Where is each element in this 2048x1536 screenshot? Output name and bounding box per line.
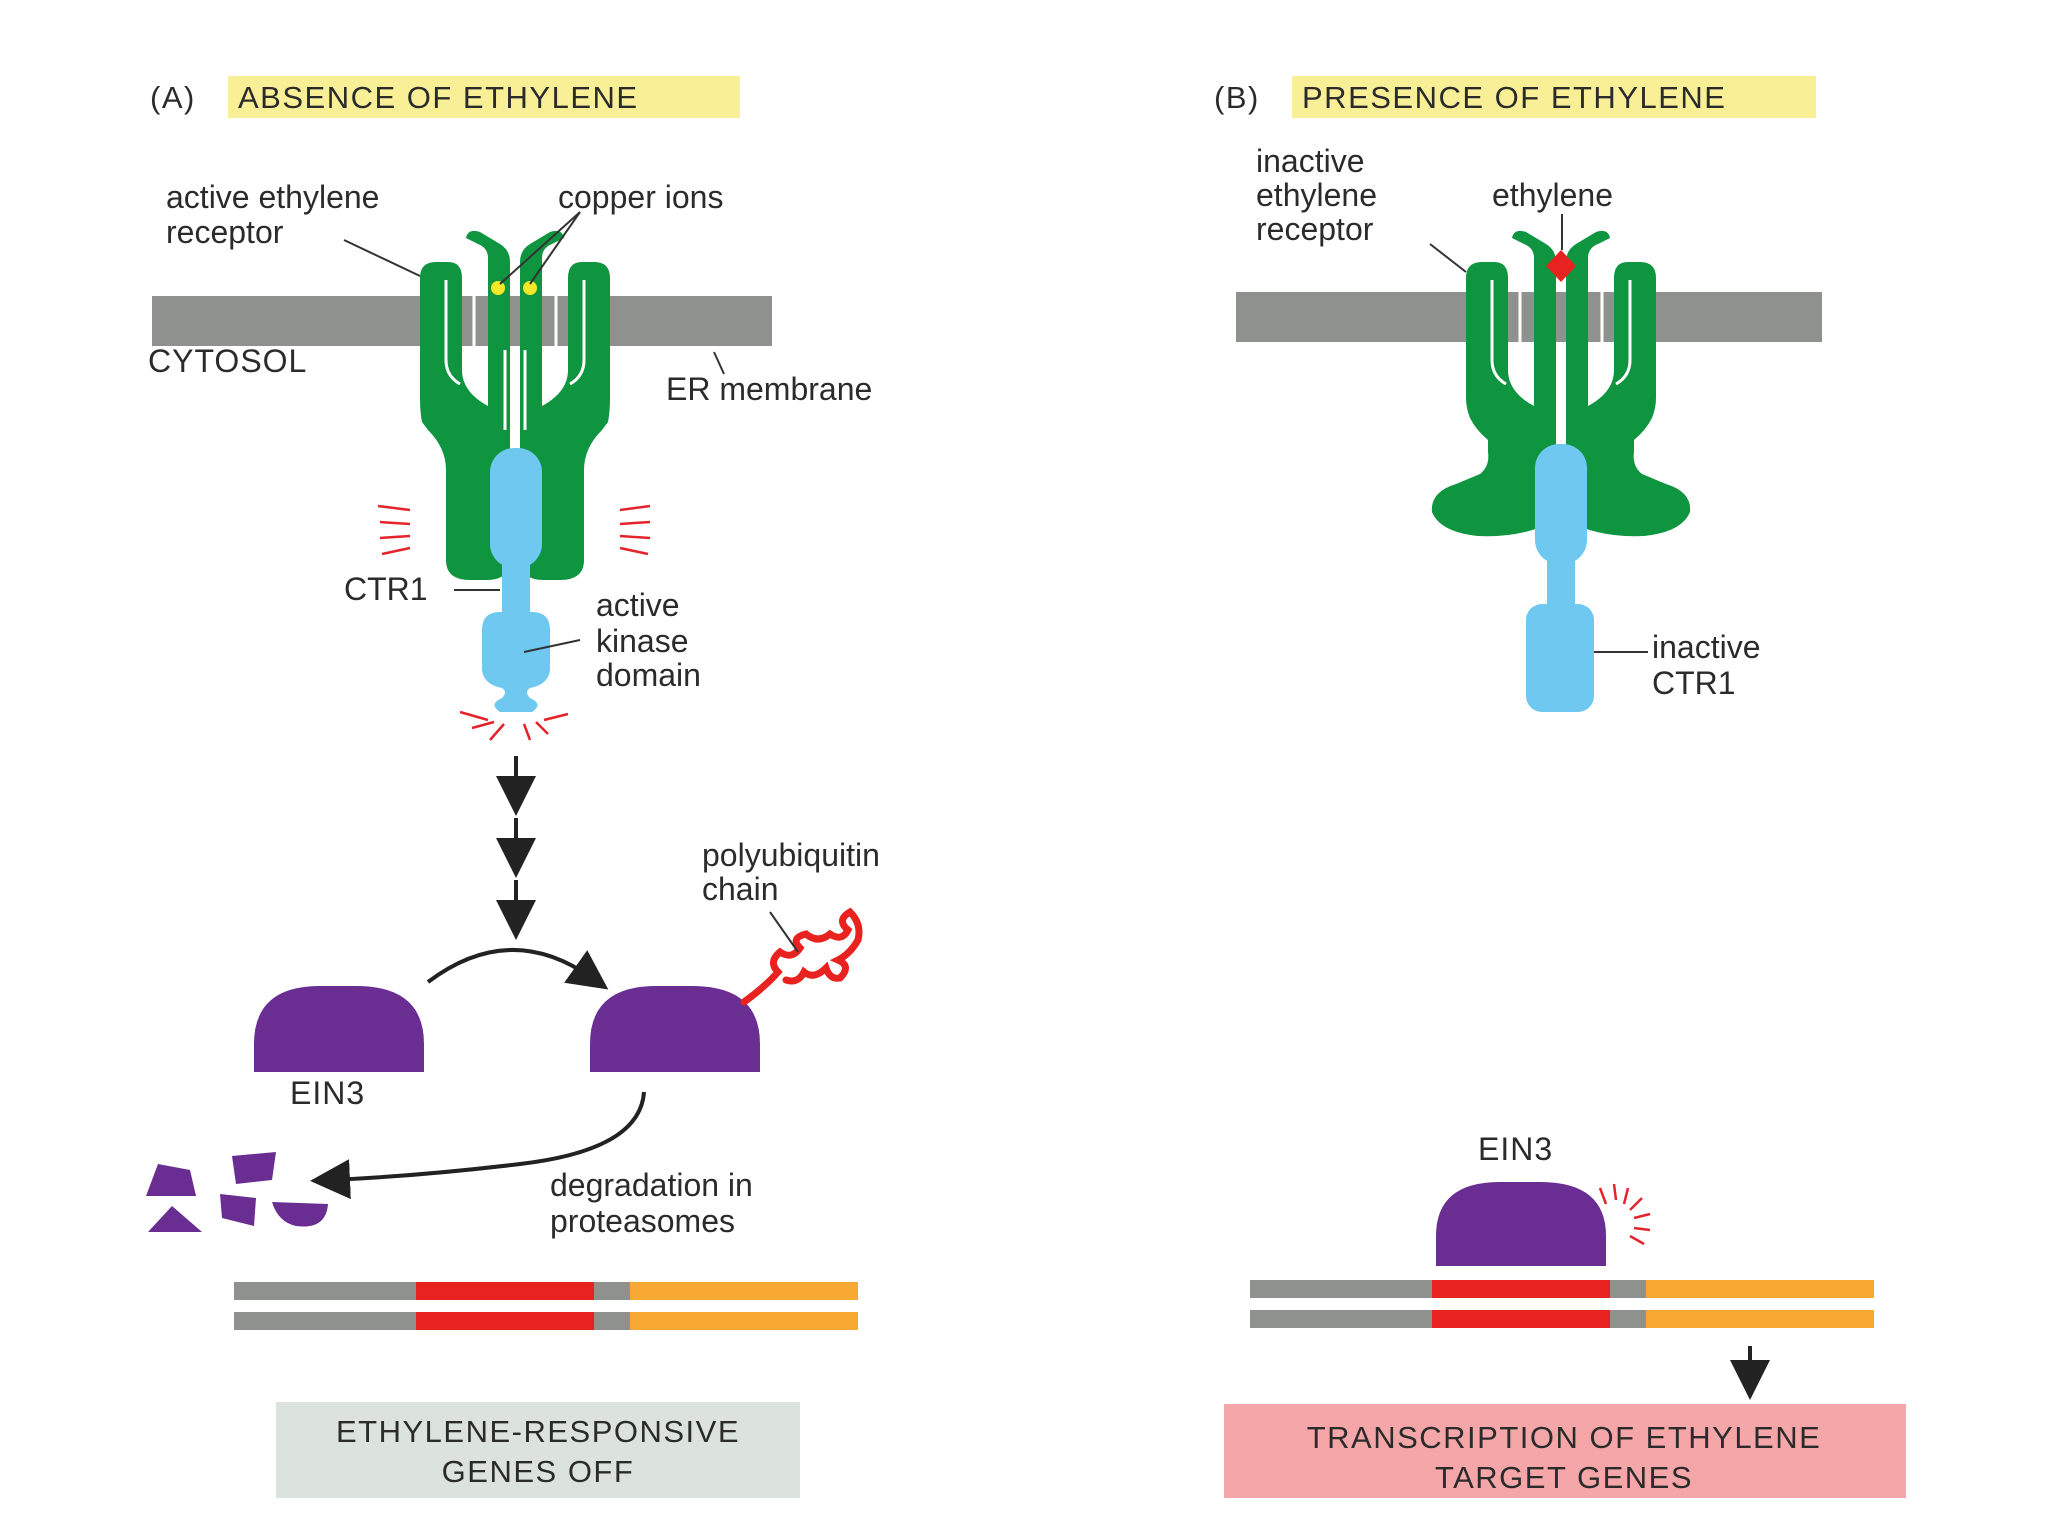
active-ethylene-receptor [420, 230, 610, 580]
copper-ion [491, 281, 505, 295]
polyubiquitin-chain [740, 907, 863, 1006]
dna-a [234, 1282, 858, 1330]
dna-b [1250, 1280, 1874, 1328]
panel-b-heading: PRESENCE OF ETHYLENE [1302, 80, 1726, 115]
inactive-receptor-label-line2: ethylene [1256, 177, 1377, 213]
kinase-label-line3: domain [596, 657, 701, 693]
inactive-receptor-label-line3: receptor [1256, 211, 1374, 247]
activity-sparks [377, 504, 651, 741]
panel-b-heading-highlight [1292, 76, 1816, 118]
ctr1-active [482, 448, 550, 712]
inactive-ctr1-label-line1: inactive [1652, 629, 1761, 665]
genes-off-line1: ETHYLENE-RESPONSIVE [336, 1414, 740, 1449]
transcription-line1: TRANSCRIPTION OF ETHYLENE [1307, 1420, 1822, 1455]
er-membrane-label: ER membrane [666, 371, 872, 407]
receptor-label-line2: receptor [166, 214, 284, 250]
receptor-label-line1: active ethylene [166, 179, 379, 215]
genes-off-line2: GENES OFF [442, 1454, 635, 1489]
inactive-ethylene-receptor [1431, 230, 1691, 537]
panel-b-letter: (B) [1214, 80, 1260, 115]
er-membrane-b [1236, 292, 1822, 342]
ein3-protein-a [254, 986, 424, 1072]
ctr1-inactive [1526, 444, 1594, 712]
transcription-line2: TARGET GENES [1435, 1460, 1693, 1495]
degradation-label-line2: proteasomes [550, 1203, 735, 1239]
panel-a: (A) ABSENCE OF ETHYLENE [146, 76, 880, 1498]
copper-ion [523, 281, 537, 295]
ein3-ubiquitinated [590, 986, 760, 1072]
panel-a-heading: ABSENCE OF ETHYLENE [238, 80, 639, 115]
kinase-label-line1: active [596, 587, 680, 623]
ein3-protein-b [1436, 1182, 1606, 1266]
copper-ions-label: copper ions [558, 179, 723, 215]
cytosol-label: CYTOSOL [148, 343, 307, 379]
ein3-label-a: EIN3 [290, 1075, 365, 1111]
ubiquitination-arrow [426, 948, 609, 990]
ethylene-molecule [1546, 250, 1576, 282]
kinase-label-line2: kinase [596, 623, 689, 659]
transcription-box [1224, 1404, 1906, 1498]
degradation-arrow [310, 1091, 646, 1200]
polyubiquitin-label-line2: chain [702, 871, 779, 907]
panel-a-letter: (A) [150, 80, 196, 115]
degradation-label-line1: degradation in [550, 1167, 753, 1203]
ein3-activity-sparks [1598, 1183, 1651, 1246]
panel-a-heading-highlight [228, 76, 740, 118]
inactive-ctr1-label-line2: CTR1 [1652, 665, 1736, 701]
ethylene-label: ethylene [1492, 177, 1613, 213]
polyubiquitin-label-line1: polyubiquitin [702, 837, 880, 873]
genes-off-box [276, 1402, 800, 1498]
ein3-fragments [146, 1152, 328, 1232]
inactive-receptor-label-line1: inactive [1256, 143, 1365, 179]
panel-b: (B) PRESENCE OF ETHYLENE inactive ethyle… [1214, 76, 1906, 1498]
ein3-label-b: EIN3 [1478, 1131, 1553, 1167]
ctr1-label: CTR1 [344, 571, 428, 607]
